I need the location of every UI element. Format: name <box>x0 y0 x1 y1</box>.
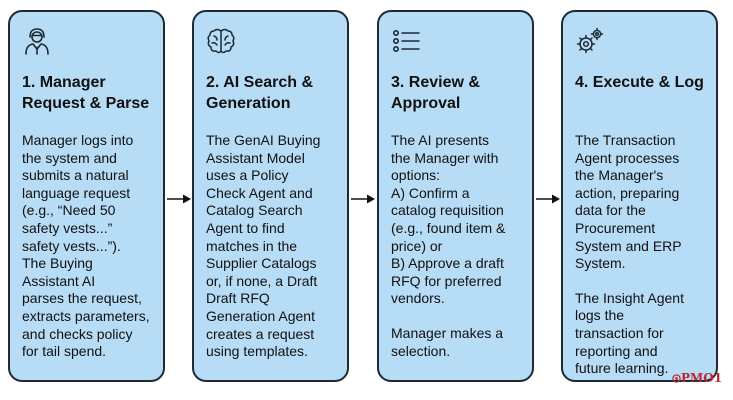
text-line: The AI presents <box>391 132 490 148</box>
logo-text: PMO1 <box>681 371 723 385</box>
step-card-manager-request: 1. Manager Request & Parse Manager logs … <box>8 10 165 382</box>
step-paragraph: The AI presents the Manager with options… <box>391 132 536 308</box>
text-line: A) Confirm a <box>391 184 470 201</box>
text-line: vendors. <box>391 290 445 307</box>
step-title: 4. Execute & Log <box>575 72 715 93</box>
flow-arrow <box>536 193 560 205</box>
step-title-line: 1. Manager <box>22 74 106 91</box>
text-line: System. <box>575 255 626 272</box>
step-paragraph: The Transaction Agent processes the Mana… <box>575 132 720 273</box>
text-line: B) Approve a draft <box>391 255 504 272</box>
text-line: RFQ for preferred <box>391 272 502 289</box>
text-line: (e.g., “Need 50 <box>22 202 116 219</box>
step-paragraph: The Insight Agent logs the transaction f… <box>575 290 720 378</box>
text-line: the Manager's <box>575 167 664 184</box>
text-line: catalog requisition <box>391 202 504 219</box>
step-description: Manager logs into the system and submits… <box>22 132 167 361</box>
text-line: price) or <box>391 237 443 254</box>
text-line: future learning. <box>575 360 669 377</box>
step-title-line: Request & Parse <box>22 95 150 112</box>
step-title-line: Generation <box>206 95 291 112</box>
text-line: Procurement <box>575 219 656 236</box>
manager-person-icon <box>22 26 52 56</box>
text-line: data for the <box>575 202 646 219</box>
step-description: The Transaction Agent processes the Mana… <box>575 132 720 378</box>
step-description: The AI presents the Manager with options… <box>391 132 536 360</box>
text-line: selection. <box>391 342 451 359</box>
step-card-execute-log: 4. Execute & Log The Transaction Agent p… <box>561 10 718 382</box>
seal-icon <box>672 374 681 383</box>
text-line: the system and <box>22 149 117 166</box>
text-line: The GenAI Buying <box>206 132 321 148</box>
step-title: 2. AI Search & Generation <box>206 72 346 114</box>
text-line: the Manager with <box>391 149 499 166</box>
text-line: parses the request, <box>22 290 142 307</box>
text-line: Check Agent and <box>206 184 313 201</box>
step-description: The GenAI Buying Assistant Model uses a … <box>206 132 351 361</box>
text-line: System and ERP <box>575 237 682 254</box>
text-line: matches in the <box>206 237 298 254</box>
step-title: 3. Review & Approval <box>391 72 531 114</box>
gears-icon <box>575 26 605 56</box>
text-line: submits a natural <box>22 167 129 184</box>
text-line: Manager makes a <box>391 324 504 341</box>
brain-icon <box>206 26 236 56</box>
step-title: 1. Manager Request & Parse <box>22 72 162 114</box>
text-line: action, preparing <box>575 184 680 201</box>
text-line: The Buying <box>22 255 93 272</box>
step-card-ai-search: 2. AI Search & Generation The GenAI Buyi… <box>192 10 349 382</box>
step-title-line: 4. Execute & Log <box>575 74 704 91</box>
text-line: Draft RFQ <box>206 290 270 307</box>
step-paragraph: The GenAI Buying Assistant Model uses a … <box>206 132 351 361</box>
step-paragraph: Manager logs into the system and submits… <box>22 132 167 361</box>
text-line: language request <box>22 184 131 201</box>
text-line: creates a request <box>206 325 315 342</box>
pmo1-logo: PMO1 <box>672 371 722 385</box>
text-line: Assistant Model <box>206 149 305 166</box>
text-line: safety vests...” <box>22 219 113 236</box>
text-line: The Insight Agent <box>575 289 684 306</box>
text-line: logs the <box>575 307 625 324</box>
flow-arrow <box>351 193 375 205</box>
text-line: options: <box>391 167 441 184</box>
text-line: for tail spend. <box>22 343 107 360</box>
step-title-line: 2. AI Search & <box>206 74 314 91</box>
step-title-line: Approval <box>391 95 461 112</box>
text-line: Manager logs into <box>22 132 134 148</box>
text-line: Assistant AI <box>22 272 96 289</box>
text-line: Generation Agent <box>206 307 315 324</box>
text-line: extracts parameters, <box>22 307 150 324</box>
text-line: The Transaction <box>575 132 676 148</box>
text-line: safety vests...”). <box>22 237 121 254</box>
text-line: reporting and <box>575 342 658 359</box>
text-line: Catalog Search <box>206 202 303 219</box>
text-line: and checks policy <box>22 325 133 342</box>
text-line: Agent to find <box>206 219 285 236</box>
text-line: uses a Policy <box>206 167 289 184</box>
step-card-review-approval: 3. Review & Approval The AI presents the… <box>377 10 534 382</box>
text-line: using templates. <box>206 343 308 360</box>
text-line: or, if none, a Draft <box>206 272 318 289</box>
text-line: transaction for <box>575 324 664 341</box>
step-title-line: 3. Review & <box>391 74 480 91</box>
step-paragraph: Manager makes a selection. <box>391 325 536 360</box>
checklist-icon <box>391 26 421 56</box>
text-line: Agent processes <box>575 149 680 166</box>
text-line: (e.g., found item & <box>391 219 506 236</box>
flow-arrow <box>167 193 191 205</box>
text-line: Supplier Catalogs <box>206 255 317 272</box>
